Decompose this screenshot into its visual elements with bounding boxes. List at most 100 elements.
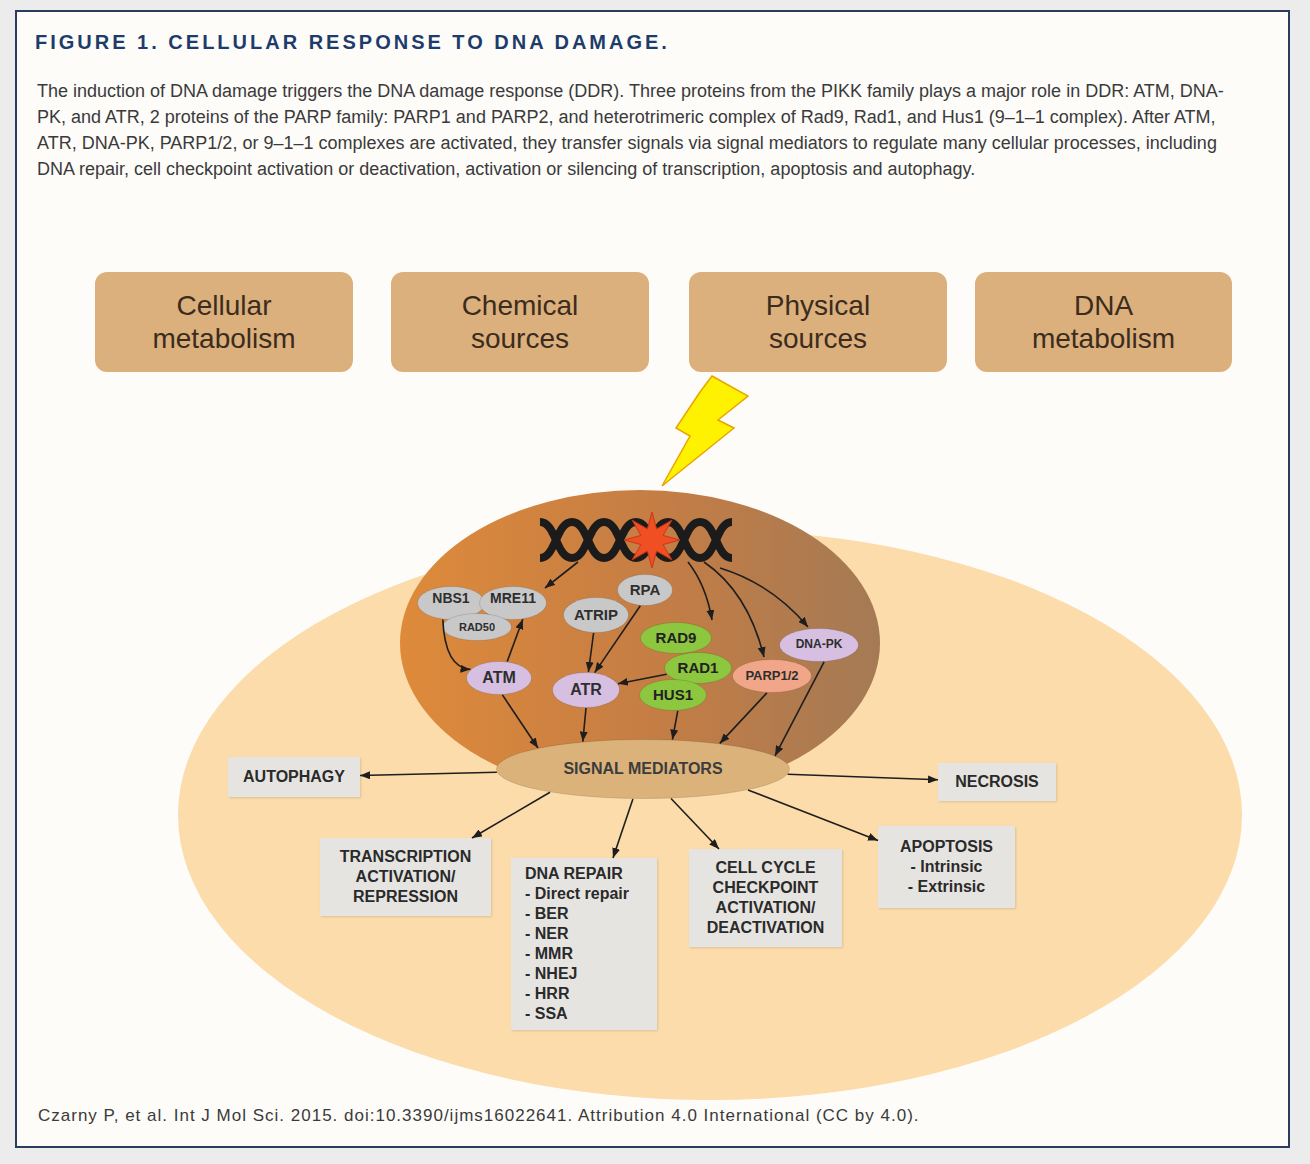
outcome-box: CELL CYCLE CHECKPOINT ACTIVATION/ DEACTI… <box>689 849 842 947</box>
node-text: SIGNAL MEDIATORS <box>563 760 722 778</box>
protein-ellipse: RAD50 <box>442 613 512 641</box>
ellipse-fill <box>780 629 859 662</box>
outcome-box: NECROSIS <box>938 763 1056 801</box>
node-text: HUS1 <box>653 687 693 704</box>
ellipse-fill <box>640 680 707 711</box>
text-block: RAD9 <box>640 622 712 654</box>
text-block: ATM <box>466 661 532 695</box>
node-text: TRANSCRIPTION ACTIVATION/ REPRESSION <box>326 847 485 907</box>
ellipse-fill <box>665 653 732 684</box>
node-list-item: - MMR <box>525 944 573 964</box>
arrow-connector <box>588 633 593 672</box>
text-block: ATRIP <box>563 597 629 633</box>
node-list-item: - NHEJ <box>525 964 577 984</box>
node-text: DNA-PK <box>796 638 843 651</box>
arrow-connector <box>748 790 878 840</box>
text-block: HUS1 <box>639 679 707 711</box>
text-block: Physical sources <box>689 272 947 372</box>
node-list-item: - SSA <box>525 1004 568 1024</box>
node-text: ATM <box>482 669 515 687</box>
damage-source-box: Physical sources <box>689 272 947 372</box>
text-block: APOPTOSIS- Intrinsic- Extrinsic <box>878 826 1015 908</box>
damage-signal-arrow <box>545 562 578 588</box>
node-list-item: - BER <box>525 904 569 924</box>
protein-ellipse: RAD9 <box>640 622 712 654</box>
node-list-item: - NER <box>525 924 569 944</box>
ellipse-fill <box>641 623 712 654</box>
text-block: DNA metabolism <box>975 272 1232 372</box>
arrow-connector <box>671 799 719 850</box>
text-block: PARP1/2 <box>732 659 812 693</box>
outcome-box: APOPTOSIS- Intrinsic- Extrinsic <box>878 826 1015 908</box>
node-text: Cellular metabolism <box>137 289 312 355</box>
text-block: AUTOPHAGY <box>228 757 360 797</box>
text-block: ATR <box>552 672 620 708</box>
arrow-connector <box>720 693 767 744</box>
lightning-bolt <box>662 376 748 486</box>
node-text: AUTOPHAGY <box>243 767 345 787</box>
protein-ellipse: ATRIP <box>563 597 629 633</box>
node-text: Physical sources <box>731 289 906 355</box>
protein-ellipse: RPA <box>617 574 673 606</box>
arrow-connector <box>507 619 523 661</box>
arrow-connector <box>788 774 938 780</box>
signal-hub-ellipse: SIGNAL MEDIATORS <box>496 739 790 799</box>
node-list-item: - Direct repair <box>525 884 629 904</box>
arrow-connector <box>360 772 497 775</box>
outcome-box: AUTOPHAGY <box>228 757 360 797</box>
text-block: Cellular metabolism <box>95 272 353 372</box>
protein-ellipse: HUS1 <box>639 679 707 711</box>
text-block: DNA-PK <box>779 628 859 662</box>
arrow-connector <box>775 662 824 756</box>
arrow-connector <box>583 708 586 742</box>
arrow-connector <box>618 674 667 684</box>
ellipse-fill <box>467 662 532 695</box>
damage-source-box: Chemical sources <box>391 272 649 372</box>
node-text: NBS1 <box>432 591 469 606</box>
arrow-connector <box>443 620 471 670</box>
kinase-ellipse: DNA-PK <box>779 628 859 662</box>
node-text: DNA metabolism <box>1016 289 1191 355</box>
damage-source-box: Cellular metabolism <box>95 272 353 372</box>
node-text: RAD1 <box>678 660 719 677</box>
text-block: TRANSCRIPTION ACTIVATION/ REPRESSION <box>320 838 491 916</box>
text-block: RAD50 <box>442 613 512 641</box>
node-text: MRE11 <box>490 591 536 606</box>
node-text: NECROSIS <box>955 772 1039 792</box>
ellipse-fill <box>733 660 812 693</box>
text-block: Chemical sources <box>391 272 649 372</box>
arrow-connector <box>672 711 677 740</box>
damage-signal-arrow <box>720 568 808 627</box>
node-text: ATRIP <box>574 607 618 624</box>
node-text: ATR <box>570 681 602 699</box>
node-text: Chemical sources <box>433 289 608 355</box>
node-list-item: - Extrinsic <box>908 877 985 897</box>
damage-signal-arrow <box>688 562 712 620</box>
arrow-connector <box>613 799 633 858</box>
parp-ellipse: PARP1/2 <box>732 659 812 693</box>
ellipse-fill <box>497 740 790 799</box>
text-block: RPA <box>617 574 673 606</box>
text-block: NECROSIS <box>938 763 1056 801</box>
figure-caption: The induction of DNA damage triggers the… <box>37 78 1237 182</box>
node-text: RAD9 <box>656 630 697 647</box>
node-list-item: - Intrinsic <box>910 857 982 877</box>
outcome-box: DNA REPAIR- Direct repair- BER- NER- MMR… <box>511 858 657 1030</box>
ellipse-fill <box>564 598 629 633</box>
ellipse-fill <box>553 673 620 708</box>
damage-star <box>624 512 680 568</box>
source-citation: Czarny P, et al. Int J Mol Sci. 2015. do… <box>38 1106 920 1126</box>
text-block: SIGNAL MEDIATORS <box>496 739 790 799</box>
outcome-box: TRANSCRIPTION ACTIVATION/ REPRESSION <box>320 838 491 916</box>
node-list-item: - HRR <box>525 984 569 1004</box>
arrow-connector <box>472 792 550 838</box>
arrow-connector <box>502 695 538 748</box>
text-block: CELL CYCLE CHECKPOINT ACTIVATION/ DEACTI… <box>689 849 842 947</box>
text-block: DNA REPAIR- Direct repair- BER- NER- MMR… <box>511 858 657 1030</box>
arrow-connector <box>595 606 641 673</box>
damage-signal-arrow <box>704 562 764 657</box>
node-text: CELL CYCLE CHECKPOINT ACTIVATION/ DEACTI… <box>695 858 836 938</box>
node-text: APOPTOSIS <box>900 837 993 857</box>
